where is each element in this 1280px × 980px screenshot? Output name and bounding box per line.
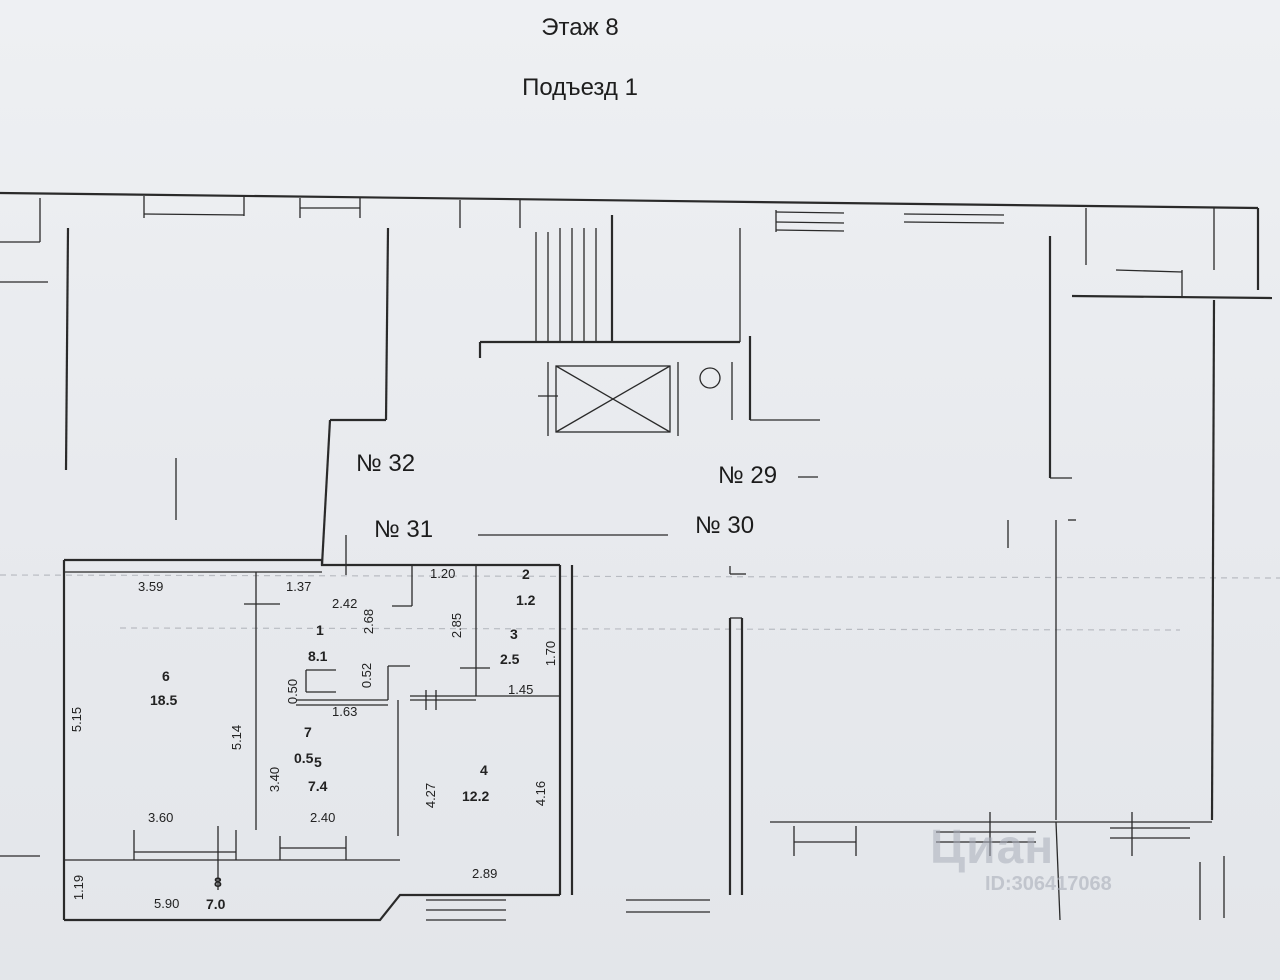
floor-title: Этаж 8 xyxy=(541,14,619,41)
dimension-label: 2.85 xyxy=(449,612,465,639)
dimension-label: 2.89 xyxy=(472,866,498,881)
dimension-label: 5.15 xyxy=(69,706,85,733)
dimension-label: 2.40 xyxy=(310,810,336,825)
dimension-label: 1.19 xyxy=(71,874,87,901)
dimension-label: 2.42 xyxy=(332,596,358,611)
room-2-number: 2 xyxy=(522,566,530,582)
dimension-label: 1.45 xyxy=(508,682,534,697)
dimension-label: 1.63 xyxy=(332,704,358,719)
room-6-number: 6 xyxy=(162,668,170,684)
room-1-number: 1 xyxy=(316,622,324,638)
watermark-id: ID:306417068 xyxy=(985,873,1112,895)
room-5-area: 7.4 xyxy=(308,778,328,794)
room-3-area: 2.5 xyxy=(500,651,520,667)
apartment-label-29: № 29 xyxy=(718,462,778,489)
room-1-area: 8.1 xyxy=(308,648,328,664)
room-5-number: 5 xyxy=(314,754,322,770)
room-4-area: 12.2 xyxy=(462,788,490,804)
dimension-label: 0.52 xyxy=(359,662,375,689)
dimension-label: 5.90 xyxy=(154,896,180,911)
dimension-label: 1.37 xyxy=(286,579,312,594)
apartment-label-31: № 31 xyxy=(374,516,434,543)
dimension-label: 1.20 xyxy=(430,566,456,581)
room-4-number: 4 xyxy=(480,762,488,778)
room-6-area: 18.5 xyxy=(150,692,178,708)
room-2-area: 1.2 xyxy=(516,592,536,608)
dimension-label: 4.27 xyxy=(423,782,439,809)
dimension-label: 5.14 xyxy=(229,724,245,751)
entrance-title: Подъезд 1 xyxy=(522,74,638,101)
dimension-label: 0.50 xyxy=(285,678,301,705)
dimension-label: 3.40 xyxy=(267,766,283,793)
room-8-area: 7.0 xyxy=(206,896,226,912)
room-3-number: 3 xyxy=(510,626,518,642)
watermark-logo: Циан xyxy=(930,821,1055,874)
dimension-label: 3.60 xyxy=(148,810,174,825)
room-7-number: 7 xyxy=(304,724,312,740)
apartment-label-32: № 32 xyxy=(356,450,416,477)
room-7-area: 0.5 xyxy=(294,750,314,766)
dimension-label: 2.68 xyxy=(361,608,377,635)
dimension-label: 3.59 xyxy=(138,579,164,594)
apartment-label-30: № 30 xyxy=(695,512,755,539)
dimension-label: 4.16 xyxy=(533,780,549,807)
room-8-number: 8 xyxy=(214,874,222,890)
dimension-label: 1.70 xyxy=(543,640,559,667)
